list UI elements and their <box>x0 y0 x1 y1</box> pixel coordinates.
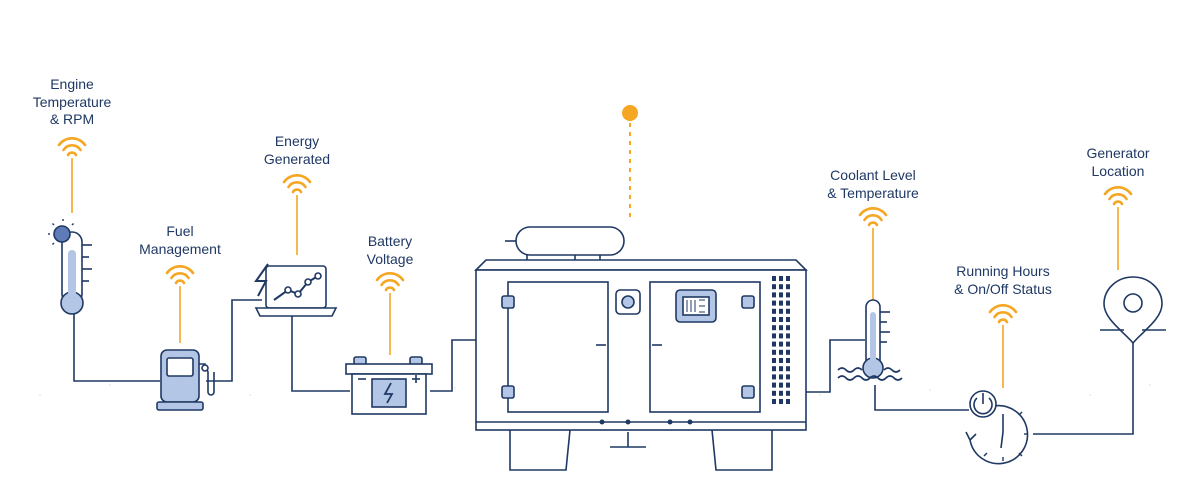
vent-slot <box>779 382 783 388</box>
wifi-icon <box>1103 186 1133 206</box>
vent-slot <box>779 358 783 363</box>
label-line: Generator <box>1086 145 1150 161</box>
vent-slot <box>772 317 776 322</box>
vent-slot <box>786 366 790 372</box>
vent-slot <box>772 276 776 281</box>
vent-slot <box>786 325 790 331</box>
wifi-icon <box>375 272 405 292</box>
vent-slot <box>779 366 783 372</box>
vent-slot <box>772 349 776 355</box>
vent-slot <box>772 358 776 363</box>
vent-slot <box>772 374 776 380</box>
wifi-icon <box>57 137 87 157</box>
vent-slot <box>772 341 776 347</box>
vent-grid <box>772 276 790 404</box>
label-line: Energy <box>274 133 320 149</box>
vent-slot <box>786 276 790 281</box>
label-line: Battery <box>367 233 413 249</box>
vent-slot <box>779 292 783 298</box>
label-line: Coolant Level <box>830 167 916 183</box>
wifi-icon <box>988 304 1018 324</box>
vent-slot <box>779 308 783 314</box>
vent-slot <box>772 284 776 290</box>
vent-slot <box>786 399 790 404</box>
label-battery-voltage: Battery Voltage <box>367 233 414 268</box>
vent-slot <box>772 292 776 298</box>
vent-slot <box>772 333 776 339</box>
label-line: Engine <box>50 76 94 92</box>
vent-slot <box>786 300 790 306</box>
laptop-chart-icon <box>254 263 338 317</box>
label-energy-generated: Energy Generated <box>264 133 330 168</box>
label-line: Voltage <box>366 250 414 267</box>
thermometer-icon <box>48 219 92 315</box>
label-line: & Temperature <box>827 184 919 201</box>
label-coolant-level: Coolant Level & Temperature <box>827 167 919 202</box>
connection-wires <box>73 299 1134 435</box>
label-running-hours: Running Hours & On/Off Status <box>954 263 1052 298</box>
location-pin-icon <box>1100 276 1166 345</box>
vent-slot <box>779 341 783 347</box>
label-generator-location: Generator Location <box>1086 145 1149 180</box>
ground-dots <box>39 384 1151 396</box>
wifi-icon <box>858 207 888 227</box>
vent-slot <box>786 284 790 290</box>
beacon-dot-icon <box>622 105 638 121</box>
label-line: Location <box>1091 162 1145 179</box>
vent-slot <box>779 325 783 331</box>
vent-slot <box>786 382 790 388</box>
battery-icon <box>345 356 433 415</box>
vent-slot <box>772 382 776 388</box>
label-line: & On/Off Status <box>954 280 1052 297</box>
label-line: Temperature <box>32 93 112 110</box>
vent-slot <box>786 374 790 380</box>
vent-slot <box>786 390 790 396</box>
vent-slot <box>772 399 776 404</box>
vent-slot <box>779 276 783 281</box>
vent-slot <box>779 390 783 396</box>
vent-slot <box>779 349 783 355</box>
wifi-icon <box>282 174 312 194</box>
vent-slot <box>779 374 783 380</box>
vent-slot <box>786 317 790 322</box>
vent-slot <box>779 333 783 339</box>
vent-slot <box>779 284 783 290</box>
power-clock-icon <box>965 390 1029 465</box>
vent-slot <box>779 317 783 322</box>
vent-slot <box>772 325 776 331</box>
fuel-pump-icon <box>156 349 215 411</box>
vent-slot <box>772 308 776 314</box>
vent-slot <box>772 390 776 396</box>
label-line: Generated <box>263 150 331 167</box>
vent-slot <box>786 292 790 298</box>
vent-slot <box>772 366 776 372</box>
generator-icon <box>474 226 808 471</box>
vent-slot <box>786 308 790 314</box>
label-line: Fuel <box>166 223 194 239</box>
coolant-thermometer-icon <box>837 299 903 381</box>
label-engine-temperature: Engine Temperature & RPM <box>33 76 112 129</box>
vent-slot <box>779 300 783 306</box>
label-fuel-management: Fuel Management <box>139 223 221 258</box>
label-line: Running Hours <box>956 263 1050 279</box>
wifi-icon <box>165 265 195 285</box>
vent-slot <box>786 358 790 363</box>
label-line: Management <box>139 240 221 257</box>
vent-slot <box>786 349 790 355</box>
vent-slot <box>772 300 776 306</box>
vent-slot <box>779 399 783 404</box>
vent-slot <box>786 333 790 339</box>
vent-slot <box>786 341 790 347</box>
label-line: & RPM <box>49 111 95 127</box>
